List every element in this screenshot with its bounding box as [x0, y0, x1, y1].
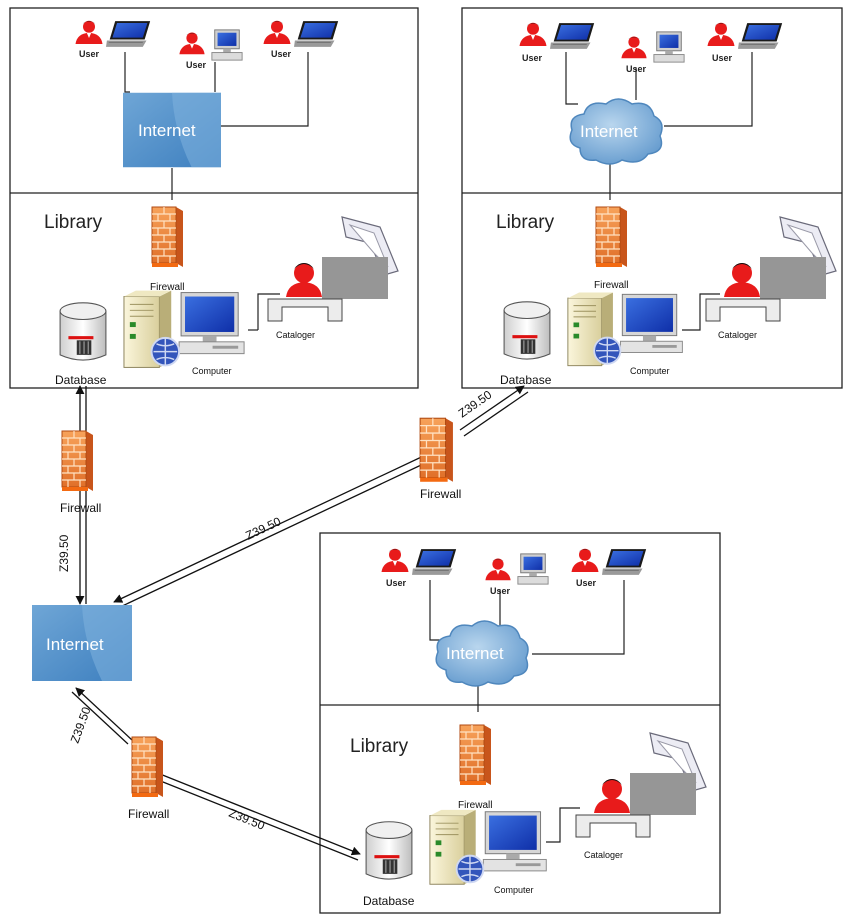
internet-label: Internet [580, 122, 638, 141]
database-icon [59, 302, 107, 361]
internet-label: Internet [46, 635, 104, 654]
database-icon [365, 821, 413, 880]
firewall-icon [595, 206, 628, 268]
protocol-label: Z39.50 [68, 705, 94, 745]
user-label: User [186, 60, 207, 70]
cataloger-label: Cataloger [718, 330, 757, 340]
user-label: User [271, 49, 292, 59]
internet-label: Internet [138, 121, 196, 140]
firewall-label: Firewall [594, 280, 628, 291]
user-label: User [79, 49, 100, 59]
desktop-pc-icon [517, 553, 549, 585]
user-connection-lines [429, 580, 625, 843]
desktop-pc-icon [211, 29, 243, 61]
firewall-icon [61, 430, 94, 492]
user-label: User [522, 53, 543, 63]
library-panel-top-left: User User User Internet Library Firewall… [9, 7, 419, 389]
firewall-label: Firewall [128, 807, 169, 821]
protocol-label: Z39.50 [57, 534, 71, 572]
link-internet-to-bottom-right [71, 687, 361, 861]
cataloger-label: Cataloger [276, 330, 315, 340]
computer-label: Computer [192, 366, 232, 376]
firewall-label: Firewall [150, 282, 184, 293]
library-panel-bottom-right: User User User Internet Library Firewall… [319, 532, 721, 914]
protocol-label: Z39.50 [456, 387, 495, 420]
library-label: Library [350, 736, 409, 757]
database-label: Database [363, 894, 415, 908]
database-icon [503, 301, 551, 360]
firewall-label: Firewall [420, 487, 461, 501]
firewall-icon [131, 736, 164, 798]
firewall-label: Firewall [60, 501, 101, 515]
link-internet-to-top-right [113, 385, 529, 609]
user-connection-lines [124, 52, 309, 331]
protocol-label: Z39.50 [227, 806, 267, 833]
library-label: Library [496, 212, 555, 233]
protocol-label: Z39.50 [243, 514, 283, 543]
library-label: Library [44, 212, 103, 233]
desktop-pc-icon [653, 31, 685, 63]
user-label: User [490, 586, 511, 596]
internet-label: Internet [446, 644, 504, 663]
cataloger-label: Cataloger [584, 850, 623, 860]
user-connection-lines [565, 52, 753, 331]
firewall-icon [459, 724, 492, 786]
database-label: Database [500, 373, 552, 387]
firewall-icon [419, 417, 454, 483]
user-label: User [626, 64, 647, 74]
database-label: Database [55, 373, 107, 387]
library-panel-top-right: User User User Internet Library Firewall… [461, 7, 843, 389]
user-label: User [576, 578, 597, 588]
user-label: User [712, 53, 733, 63]
firewall-label: Firewall [458, 800, 492, 811]
computer-label: Computer [630, 366, 670, 376]
computer-label: Computer [494, 885, 534, 895]
user-label: User [386, 578, 407, 588]
link-db-to-internet [75, 385, 87, 605]
firewall-icon [151, 206, 184, 268]
